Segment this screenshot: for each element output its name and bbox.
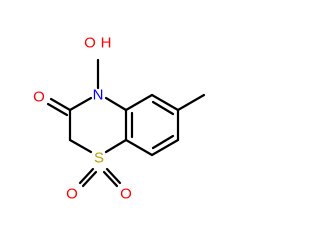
molecule-structure-drawing: O H N O S O O [33,35,206,203]
sulfonyl-left-double-bond-a [78,167,95,185]
ch2-s-bond [68,138,93,154]
benzene-bond-2 [124,138,154,157]
benzene-bond-3-inner [151,134,175,150]
sulfur-label: S [94,150,104,167]
methyl-bond [176,93,206,112]
sulfonyl-oxygen-right-label: O [120,186,132,203]
molecule-structure-canvas: O H N O S O O [33,34,206,203]
benzene-bond-5-inner [151,100,175,116]
ring-nitrogen-label: N [93,87,104,104]
carbonyl-oxygen-label: O [33,89,45,106]
benzene-bond-5 [150,93,180,112]
sulfonyl-right-double-bond-b [105,167,122,185]
hydroxyl-hydrogen-label: H [101,35,112,52]
benzene-bond-3 [150,138,180,157]
sulfonyl-left-double-bond-b [81,170,98,188]
sulfonyl-right-double-bond-a [102,170,119,188]
s-aromatic-carbon-bond [104,138,128,154]
carbonyl-double-bond-inner [46,102,69,117]
sulfonyl-oxygen-left-label: O [66,186,78,203]
carbonyl-double-bond-outer [49,97,72,112]
n-carbonyl-carbon-bond [68,96,93,112]
n-aromatic-carbon-bond [104,96,128,112]
benzene-bond-6 [124,93,154,112]
hydroxyl-oxygen-label: O [84,35,96,52]
